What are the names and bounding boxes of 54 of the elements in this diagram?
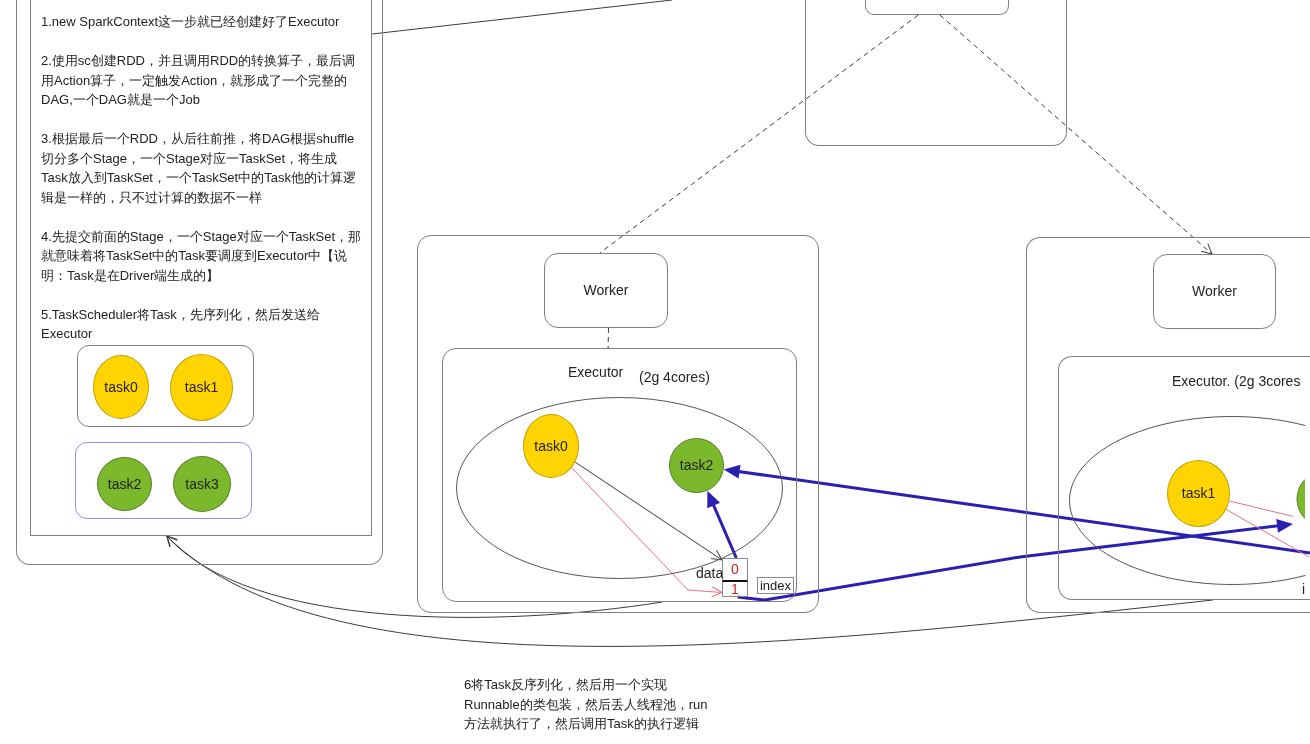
task-group-box xyxy=(75,442,252,519)
cell-value: 1 xyxy=(731,582,739,596)
worker-box xyxy=(544,253,668,328)
curved-arrow xyxy=(166,535,1214,647)
connector-line xyxy=(1228,500,1294,517)
arrow xyxy=(571,467,723,598)
arrow xyxy=(723,464,1310,555)
task-group-box xyxy=(77,345,254,427)
task-circle xyxy=(93,355,149,419)
executor-box xyxy=(442,348,797,602)
text-fragment: i xyxy=(1302,581,1306,598)
data-label: data xyxy=(696,565,724,582)
resource-label: (2g 4cores) xyxy=(639,369,710,386)
connector-line xyxy=(371,0,673,35)
arrow xyxy=(707,490,738,559)
task-circle xyxy=(97,457,152,511)
ellipse-outline xyxy=(456,397,783,579)
ellipse-outline xyxy=(1069,416,1306,585)
connector-line xyxy=(1225,508,1310,558)
task-label: task0 xyxy=(104,378,138,396)
step-text: 3.根据最后一个RDD，从后往前推，将DAG根据shuffle切分多个Stage，一个Stage对应一TaskSet，将生成Task放入到TaskSet，一个TaskSet中的Task他的计算逻辑是一样的，只不过计算的数据不一样 xyxy=(41,130,357,207)
task-circle xyxy=(523,414,579,478)
data-cell xyxy=(722,558,748,582)
task-circle xyxy=(173,456,231,512)
task-label: task2 xyxy=(107,475,142,493)
cell-value: 0 xyxy=(731,561,739,578)
step-text: 1.new SparkContext这一步就已经创建好了Executor xyxy=(41,13,341,31)
task-label: task0 xyxy=(534,437,568,455)
task-label: task1 xyxy=(1181,485,1216,502)
worker-box xyxy=(1153,254,1276,329)
executor-label: Executor. (2g 3cores xyxy=(1172,373,1301,390)
note-text: 6将Task反序列化，然后用一个实现Runnable的类包装，然后丢人线程池，run方法就执行了，然后调用Task的执行逻辑 xyxy=(464,676,709,733)
machine-frame xyxy=(1026,237,1310,613)
machine-frame xyxy=(417,235,819,613)
index-label: index xyxy=(759,578,792,593)
worker-label: Worker xyxy=(1192,283,1237,300)
worker-label: Worker xyxy=(583,282,629,299)
data-cell xyxy=(722,582,748,597)
dashed-line xyxy=(599,14,919,254)
arrow xyxy=(574,461,723,561)
task-label: task3 xyxy=(185,475,219,493)
dashed-line xyxy=(607,327,609,349)
task-label: task1 xyxy=(184,379,219,396)
arrow xyxy=(737,518,1293,602)
step-text: 2.使用sc创建RDD，并且调用RDD的转换算子，最后调用Action算子，一定触发Action，就形成了一个完整的DAG,一个DAG就是一个Job xyxy=(41,52,357,109)
step-text: 4.先提交前面的Stage，一个Stage对应一个TaskSet，那就意味着将TaskSet中的Task要调度到Executor中【说明：Task是在Driver端生成的】 xyxy=(41,227,363,285)
executor-label: Executor xyxy=(568,364,624,381)
step-text: 5.TaskScheduler将Task，先序列化，然后发送给Executor xyxy=(41,305,321,343)
rounded-box xyxy=(805,0,1067,146)
executor-box xyxy=(1058,356,1310,600)
dashed-arrow xyxy=(939,14,1213,255)
curved-arrow xyxy=(166,535,663,618)
task-label: task2 xyxy=(679,457,714,474)
rounded-box xyxy=(865,0,1009,15)
